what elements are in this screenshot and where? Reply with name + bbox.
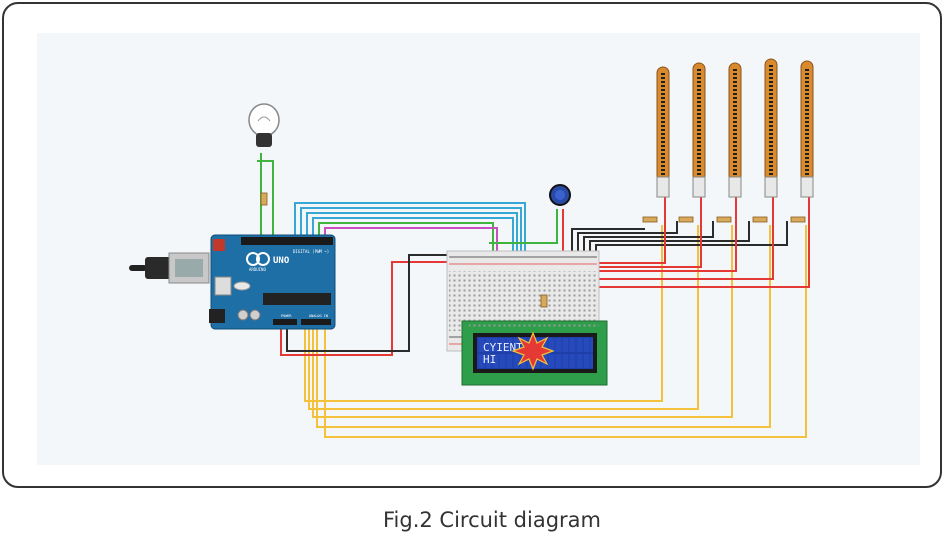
wire-yellow-a0: [304, 225, 663, 402]
lcd-line-2: HI: [483, 353, 496, 366]
error-burst-icon: [511, 331, 555, 371]
power-wires: [280, 195, 810, 356]
wire-red-f1: [574, 195, 666, 264]
board-model: UNO: [273, 256, 290, 266]
wire-red-5v: [280, 261, 449, 356]
wire-black-f2: [577, 221, 678, 259]
figure-caption: Fig.2 Circuit diagram: [382, 508, 602, 532]
wire-yellow-a4: [324, 225, 807, 438]
analog-wires: [304, 225, 807, 438]
resistor-1: [642, 216, 658, 223]
digital-header-label: DIGITAL (PWM ~): [293, 249, 329, 254]
resistor-2: [678, 216, 694, 223]
flex-sensor-2: [692, 62, 706, 198]
wire-red-f5: [574, 195, 810, 288]
analog-header-label: ANALOG IN: [309, 314, 328, 318]
resistor-3: [716, 216, 732, 223]
wire-yellow-a2: [312, 225, 733, 418]
resistor-4: [752, 216, 768, 223]
figure-frame: DIGITAL (PWM ~) UNO ARDUINO POWER ANALOG…: [2, 2, 942, 488]
analog-header: [301, 319, 331, 325]
microcontroller-chip: [263, 293, 331, 305]
wire-yellow-a3: [316, 225, 771, 428]
reset-button-icon: [213, 239, 225, 251]
flex-sensor-1: [656, 66, 670, 198]
wire-black-gnd: [286, 254, 449, 352]
flex-sensor-5: [800, 60, 814, 198]
power-header: [273, 319, 297, 325]
breadboard-resistor: [540, 294, 548, 308]
digital-header: [241, 237, 333, 245]
wire-yellow-a1: [308, 225, 699, 410]
board-brand: ARDUINO: [249, 267, 266, 272]
circuit-diagram: DIGITAL (PWM ~) UNO ARDUINO POWER ANALOG…: [129, 58, 814, 438]
arduino-uno-board: DIGITAL (PWM ~) UNO ARDUINO POWER ANALOG…: [209, 234, 336, 330]
arduino-logo-icon: [246, 252, 260, 266]
resistor-5: [790, 216, 806, 223]
flex-sensor-4: [764, 58, 778, 198]
potentiometer: [549, 184, 571, 206]
light-bulb: [248, 103, 280, 206]
circuit-canvas: DIGITAL (PWM ~) UNO ARDUINO POWER ANALOG…: [37, 33, 920, 465]
power-header-label: POWER: [281, 314, 292, 318]
flex-resistors: [642, 216, 806, 223]
flex-sensor-3: [728, 62, 742, 198]
usb-cable: [129, 252, 210, 284]
wire-red-f2: [574, 195, 702, 268]
lcd-display: CYIENT HI: [461, 320, 608, 386]
wire-black-f1: [571, 228, 645, 255]
wire-red-f3: [574, 195, 737, 272]
wire-red-f4: [574, 195, 774, 280]
wire-green-bulb: [257, 160, 274, 237]
wire-green-pot: [489, 209, 558, 244]
wire-black-f3: [583, 221, 714, 263]
